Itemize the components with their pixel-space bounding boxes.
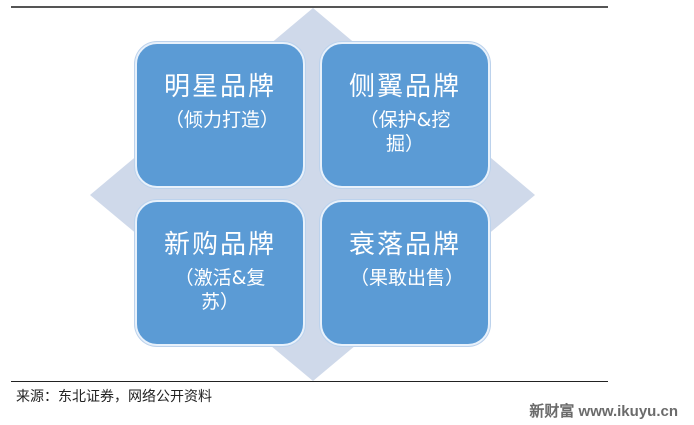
quadrant-star-brand: 明星品牌 （倾力打造） bbox=[135, 42, 305, 188]
quadrant-flank-brand: 侧翼品牌 （保护&挖掘） bbox=[320, 42, 490, 188]
quadrant-title: 新购品牌 bbox=[163, 230, 276, 260]
quadrant-subtitle: （倾力打造） bbox=[165, 109, 280, 131]
source-note: 来源：东北证券，网络公开资料 bbox=[16, 389, 212, 405]
quadrant-subtitle: （激活&复苏） bbox=[174, 267, 266, 313]
quadrant-subtitle: （果敢出售） bbox=[350, 267, 465, 289]
quadrant-subtitle: （保护&挖掘） bbox=[359, 109, 451, 155]
quadrant-title: 衰落品牌 bbox=[348, 230, 461, 260]
watermark: 新财富 www.ikuyu.cn bbox=[529, 403, 678, 420]
top-rule bbox=[11, 6, 608, 8]
bottom-rule bbox=[11, 381, 608, 382]
quadrant-title: 明星品牌 bbox=[163, 72, 276, 102]
quadrant-title: 侧翼品牌 bbox=[348, 72, 461, 102]
quadrant-declining-brand: 衰落品牌 （果敢出售） bbox=[320, 200, 490, 346]
quadrant-new-brand: 新购品牌 （激活&复苏） bbox=[135, 200, 305, 346]
